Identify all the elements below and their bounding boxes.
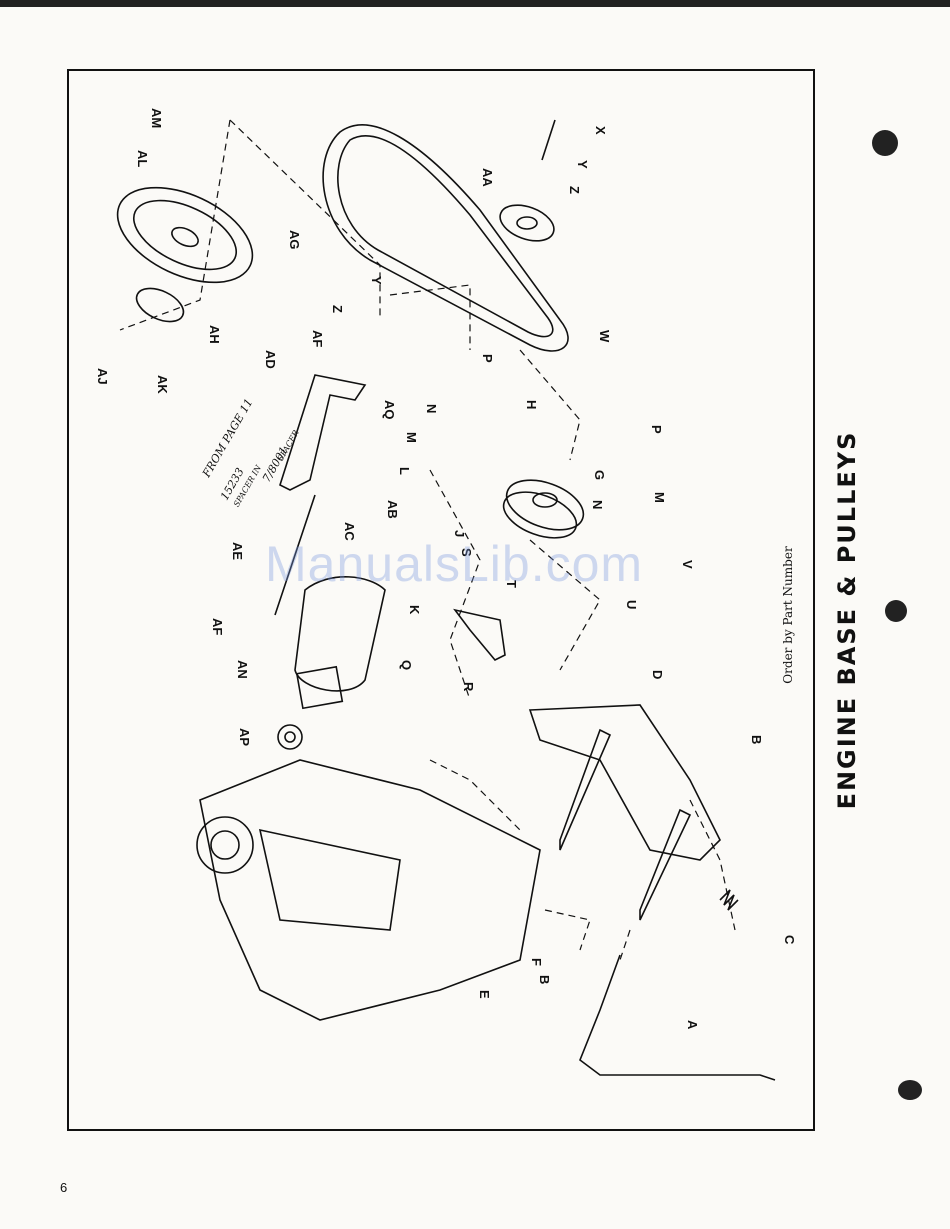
part-label: D <box>650 670 665 679</box>
idler-pulley <box>495 198 559 247</box>
engine-base <box>530 705 720 860</box>
part-label: B <box>749 735 764 744</box>
part-label: P <box>480 354 495 363</box>
part-label: Z <box>567 186 582 194</box>
part-label: R <box>461 682 476 692</box>
bolt <box>542 120 555 160</box>
part-label: P <box>649 425 664 434</box>
part-label: U <box>624 600 639 609</box>
part-label: Q <box>399 660 414 670</box>
engine-block <box>200 760 540 1020</box>
part-label: V <box>680 560 695 569</box>
binder-hole-mark <box>885 600 907 622</box>
page-title: ENGINE BASE & PULLEYS <box>817 440 877 800</box>
part-label: AL <box>135 150 150 167</box>
clutch-pulley <box>500 471 590 540</box>
binder-hole-mark <box>872 130 898 156</box>
part-label: E <box>477 990 492 999</box>
part-label: Y <box>369 276 384 285</box>
part-label: K <box>407 605 422 615</box>
part-label: N <box>590 500 605 509</box>
part-label: AG <box>287 230 302 250</box>
part-label: H <box>524 400 539 409</box>
handwritten-note: FROM PAGE 11 15233 SPACER IN 7/8001 SPAC… <box>190 418 300 508</box>
part-label: AQ <box>382 400 397 420</box>
part-label: Y <box>575 160 590 169</box>
part-label: W <box>597 330 612 343</box>
order-note-text: Order by Part Number <box>781 546 795 683</box>
part-label: AF <box>310 330 325 347</box>
large-pulley <box>103 168 267 301</box>
part-label: M <box>652 492 667 503</box>
order-note: Order by Part Number <box>776 540 800 690</box>
page-title-text: ENGINE BASE & PULLEYS <box>833 431 861 810</box>
part-label: AF <box>210 618 225 635</box>
lock-washer <box>278 725 302 749</box>
part-label: M <box>404 432 419 443</box>
part-label: X <box>593 126 608 135</box>
pulley-hub <box>131 282 188 329</box>
part-label: C <box>782 935 797 945</box>
clutch-arm <box>455 610 505 660</box>
part-label: AH <box>207 325 222 344</box>
part-label: AP <box>237 728 252 746</box>
part-label: B <box>537 975 552 984</box>
part-label: AJ <box>95 368 110 385</box>
page-number: 6 <box>60 1180 67 1195</box>
clutch-pedal-rod <box>580 955 775 1080</box>
part-label: AB <box>385 500 400 519</box>
part-label: AN <box>235 660 250 679</box>
part-label: L <box>397 467 412 475</box>
watermark: ManualsLib.com <box>265 535 643 593</box>
muffler <box>295 577 385 691</box>
part-label: G <box>592 470 607 480</box>
part-label: AM <box>149 108 164 128</box>
part-label: A <box>685 1020 700 1030</box>
part-label: F <box>529 958 544 966</box>
v-belt <box>323 125 568 351</box>
part-label: AD <box>263 350 278 369</box>
part-label: AE <box>230 542 245 560</box>
part-label: AA <box>480 168 495 187</box>
part-label: N <box>424 404 439 413</box>
part-label: Z <box>330 305 345 313</box>
binder-hole-mark <box>898 1080 922 1100</box>
part-label: AK <box>155 375 170 394</box>
